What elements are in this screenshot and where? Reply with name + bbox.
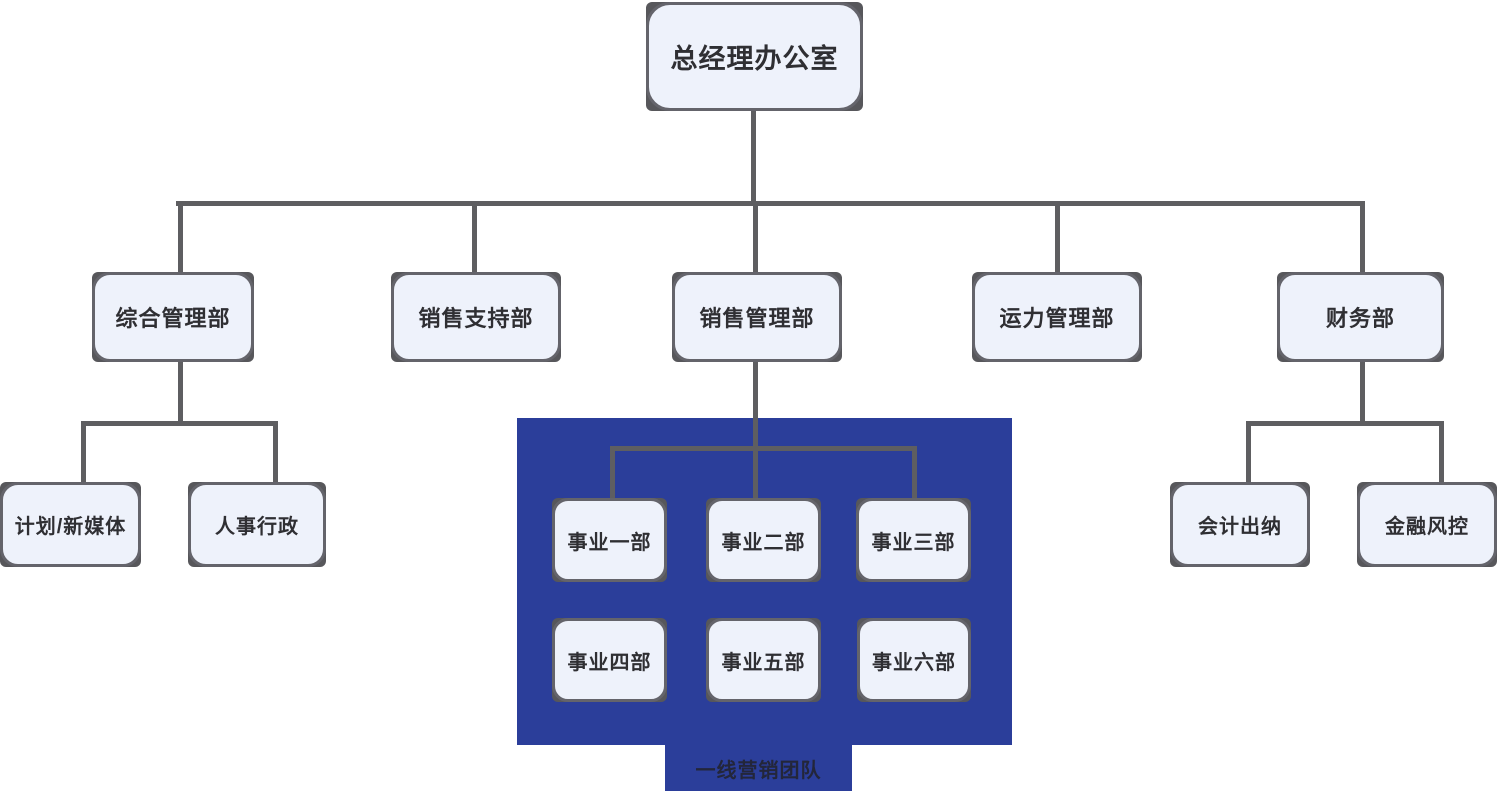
connector-root-vertical bbox=[751, 111, 756, 206]
connector-drop-biz-1 bbox=[610, 446, 615, 499]
node-label: 会计出纳 bbox=[1198, 516, 1282, 538]
node-label: 财务部 bbox=[1325, 306, 1395, 331]
connector-main-rail bbox=[176, 201, 1365, 206]
node-label: 金融风控 bbox=[1385, 516, 1469, 538]
connector-comprehensive-rail bbox=[81, 421, 278, 426]
node-label: 事业一部 bbox=[567, 531, 652, 554]
node-business-div-1: 事业一部 bbox=[552, 498, 667, 582]
node-business-div-4: 事业四部 bbox=[552, 618, 667, 702]
node-label: 综合管理部 bbox=[115, 306, 231, 331]
node-label: 运力管理部 bbox=[999, 306, 1115, 331]
connector-finance-vertical bbox=[1360, 361, 1365, 426]
node-dept-finance: 财务部 bbox=[1277, 272, 1444, 362]
node-dept-transport-capacity: 运力管理部 bbox=[972, 272, 1142, 362]
node-label: 事业六部 bbox=[872, 651, 956, 674]
node-dept-sales-support: 销售支持部 bbox=[391, 272, 561, 362]
node-label: 事业三部 bbox=[871, 531, 956, 554]
node-planning-new-media: 计划/新媒体 bbox=[0, 482, 141, 567]
connector-drop-risk-control bbox=[1439, 421, 1444, 483]
connector-drop-finance bbox=[1360, 201, 1365, 273]
node-dept-comprehensive-management: 综合管理部 bbox=[92, 272, 254, 362]
node-business-div-2: 事业二部 bbox=[706, 498, 821, 582]
node-label: 计划/新媒体 bbox=[14, 516, 127, 538]
connector-drop-sales-support bbox=[472, 201, 477, 273]
node-business-div-5: 事业五部 bbox=[706, 618, 821, 702]
node-label: 人事行政 bbox=[215, 516, 299, 538]
node-label: 事业四部 bbox=[567, 651, 652, 674]
node-label: 总经理办公室 bbox=[670, 44, 839, 74]
frontline-marketing-group-tab: 一线营销团队 bbox=[665, 745, 852, 791]
connector-drop-hr-admin bbox=[273, 421, 278, 483]
node-business-div-3: 事业三部 bbox=[856, 498, 971, 582]
node-label: 销售支持部 bbox=[418, 306, 534, 331]
connector-comprehensive-vertical bbox=[178, 361, 183, 426]
node-finance-risk-control: 金融风控 bbox=[1357, 482, 1497, 567]
node-hr-admin: 人事行政 bbox=[188, 482, 326, 567]
node-label: 事业五部 bbox=[721, 651, 806, 674]
connector-drop-biz-2 bbox=[753, 446, 758, 499]
node-accounting-cashier: 会计出纳 bbox=[1170, 482, 1310, 567]
node-general-manager-office: 总经理办公室 bbox=[646, 2, 863, 111]
connector-drop-transport bbox=[1055, 201, 1060, 273]
node-label: 销售管理部 bbox=[699, 306, 815, 331]
connector-drop-accounting bbox=[1246, 421, 1251, 483]
connector-sales-vertical bbox=[753, 361, 758, 451]
connector-drop-sales-management bbox=[753, 201, 758, 273]
node-label: 事业二部 bbox=[721, 531, 806, 554]
node-business-div-6: 事业六部 bbox=[857, 618, 971, 702]
group-label: 一线营销团队 bbox=[695, 760, 822, 782]
connector-drop-planning bbox=[81, 421, 86, 483]
connector-drop-biz-3 bbox=[912, 446, 917, 499]
connector-finance-rail bbox=[1246, 421, 1444, 426]
connector-drop-comprehensive bbox=[178, 201, 183, 273]
connector-sales-rail bbox=[610, 446, 917, 451]
node-dept-sales-management: 销售管理部 bbox=[672, 272, 842, 362]
